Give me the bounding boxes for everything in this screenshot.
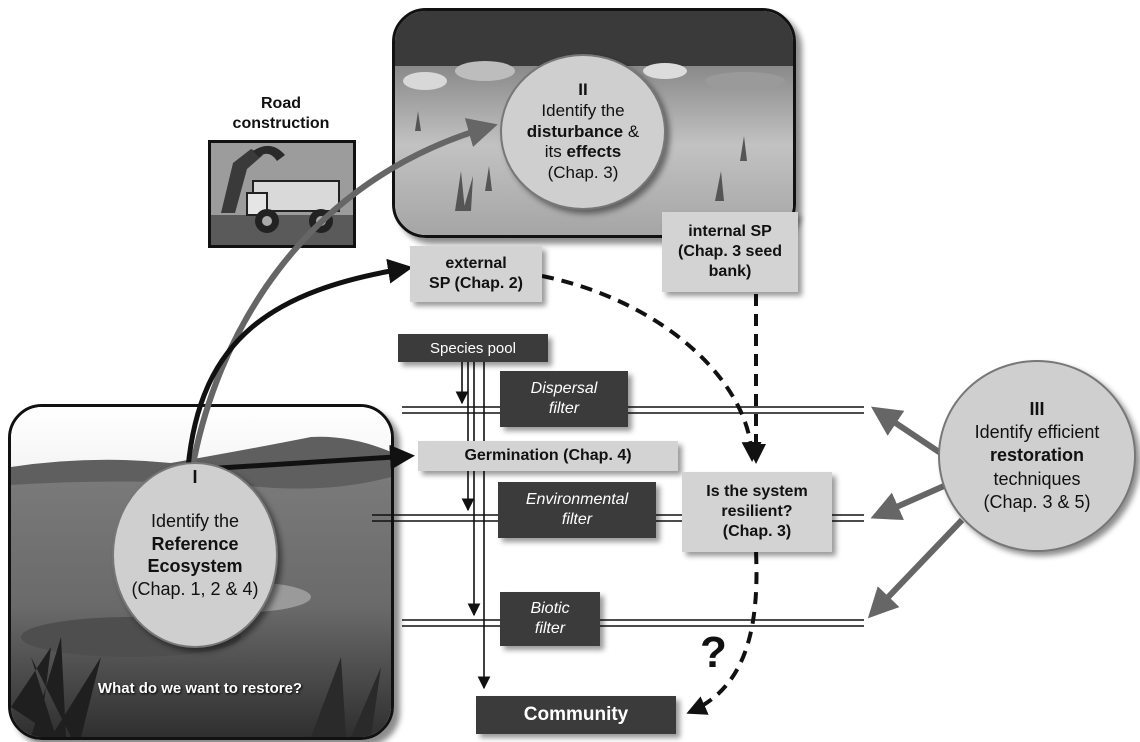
question-mark-label: ? — [700, 628, 727, 677]
environmental-filter-box: Environmental filter — [498, 482, 656, 538]
step-iii-line3: techniques — [993, 468, 1081, 489]
species-flow-lines — [455, 362, 491, 690]
dispersal-filter-box: Dispersal filter — [500, 371, 628, 427]
dashed-external-to-resilient — [541, 274, 762, 462]
internal-sp-box: internal SP (Chap. 3 seed bank) — [662, 212, 798, 292]
step-ii-numeral: II — [578, 80, 588, 100]
step-iii-line1: Identify efficient — [974, 421, 1100, 442]
step-ii-line2: disturbance & — [526, 121, 640, 141]
arrow-iii-to-environmental — [870, 483, 946, 521]
arrow-iii-to-dispersal — [871, 406, 950, 461]
arrow-iii-to-biotic — [867, 517, 965, 619]
resilient-box: Is the system resilient? (Chap. 3) — [682, 472, 832, 552]
biotic-filter-box: Biotic filter — [500, 592, 600, 646]
step-i-line1: Identify the — [150, 511, 240, 531]
step-i-reference-circle: I Identify the Reference Ecosystem (Chap… — [112, 462, 278, 648]
species-pool-box: Species pool — [398, 334, 548, 362]
external-sp-box: external SP (Chap. 2) — [410, 246, 542, 302]
step-iii-numeral: III — [1029, 398, 1045, 419]
step-ii-line1: Identify the — [541, 100, 625, 120]
dashed-resilient-to-community — [686, 551, 759, 715]
arrow-to-external-sp — [185, 258, 413, 469]
step-iii-line2: restoration — [989, 445, 1085, 466]
community-box: Community — [476, 696, 676, 734]
germination-box: Germination (Chap. 4) — [418, 441, 678, 471]
construction-truck-icon — [208, 140, 356, 248]
step-ii-line4: (Chap. 3) — [547, 163, 619, 183]
step-i-line3: Ecosystem — [147, 556, 243, 576]
step-i-line4: (Chap. 1, 2 & 4) — [131, 578, 259, 599]
restore-question-label: What do we want to restore? — [97, 680, 303, 697]
step-i-line2: Reference — [151, 533, 239, 554]
arrow-reference-to-disturbance — [189, 118, 498, 471]
step-iii-line4: (Chap. 3 & 5) — [983, 492, 1091, 513]
step-ii-line3: its effects — [544, 142, 622, 162]
step-i-numeral: I — [192, 467, 198, 487]
step-iii-restoration-circle: III Identify efficient restoration techn… — [938, 360, 1136, 552]
road-construction-label: Road construction — [232, 95, 330, 132]
step-ii-disturbance-circle: II Identify the disturbance & its effect… — [500, 54, 666, 210]
